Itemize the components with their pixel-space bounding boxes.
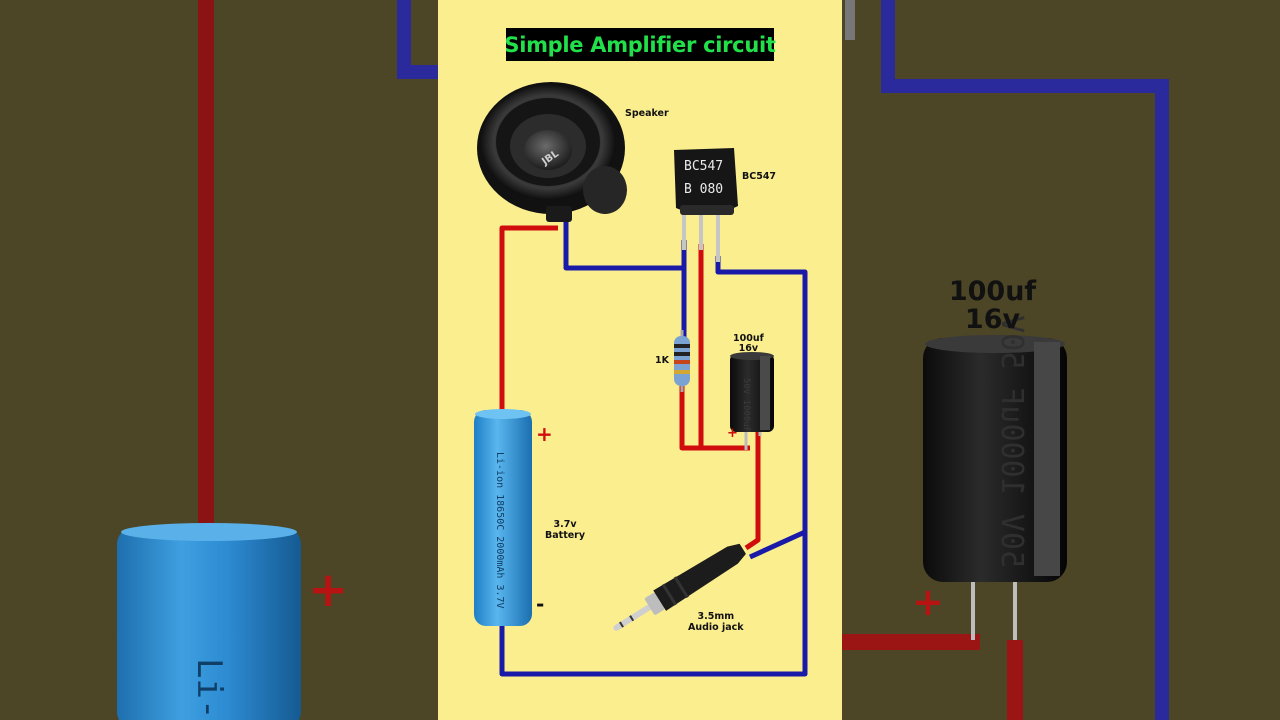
wire-speaker-to-collector — [563, 222, 687, 271]
battery-voltage: 3.7v — [553, 519, 577, 530]
capacitor-voltage: 16v — [738, 343, 759, 354]
left-zoom-battery — [117, 528, 301, 720]
right-zoom-blue-wire — [881, 0, 1169, 720]
transistor-print-line1: BC547 — [684, 159, 723, 174]
audio-jack-size: 3.5mm — [697, 611, 735, 622]
transistor-print-line2: B 080 — [684, 182, 723, 197]
wire-battery-to-speaker — [499, 225, 558, 416]
transistor-icon: BC547 B 080 — [674, 148, 738, 262]
left-zoom-blue-wire — [397, 0, 438, 79]
resistor-label: 1K — [655, 355, 669, 366]
right-zoom-capacitor-stripe — [1034, 342, 1060, 576]
page-title: Simple Amplifier circuit — [504, 32, 776, 57]
capacitor-icon: 50V 1000uF — [730, 352, 774, 450]
battery-plus-sign: + — [536, 422, 553, 446]
battery-print: Li-ion 18650C 2000mAh 3.7V — [494, 452, 505, 609]
capacitor-plus-sign: + — [727, 426, 738, 441]
title-banner: Simple Amplifier circuit — [504, 28, 776, 61]
right-zoom-capacitor — [923, 338, 1067, 582]
capacitor-label: 100uf 16v — [733, 333, 764, 354]
zoom-capacitor-voltage: 16v — [964, 304, 1021, 335]
audio-jack-name: Audio jack — [688, 622, 744, 633]
zoom-capacitor-value: 100uf — [948, 276, 1037, 307]
speaker-icon: JBL — [477, 82, 627, 222]
zoom-capacitor-label: 100uf 16v — [935, 278, 1050, 334]
left-zoom-battery-print: Li- — [189, 658, 229, 719]
battery-icon: Li-ion 18650C 2000mAh 3.7V — [474, 409, 532, 626]
right-zoom-capacitor-print: 50V 1000uF 50V — [994, 315, 1029, 568]
wire-capacitor-to-jack — [744, 432, 761, 551]
battery-name: Battery — [545, 530, 586, 541]
wire-resistor-to-capacitor — [679, 386, 702, 451]
resistor-icon — [674, 330, 690, 392]
speaker-label: Speaker — [625, 108, 669, 119]
capacitor-value: 100uf — [733, 333, 764, 344]
zoom-capacitor-plus: + — [912, 580, 944, 624]
battery-label: 3.7v Battery — [545, 519, 585, 541]
wire-emitter-to-ground — [499, 256, 808, 677]
zoom-battery-plus: + — [308, 562, 349, 618]
left-zoom-battery-top — [121, 523, 297, 541]
battery-minus-sign: - — [536, 592, 545, 616]
transistor-label: BC547 — [742, 171, 777, 182]
audio-jack-icon — [613, 543, 746, 631]
right-zoom-capacitor-top — [925, 335, 1065, 353]
audio-jack-label: 3.5mm Audio jack — [688, 611, 744, 633]
capacitor-print: 50V 1000uF — [741, 378, 751, 432]
wire-ground-to-jack — [748, 529, 807, 560]
